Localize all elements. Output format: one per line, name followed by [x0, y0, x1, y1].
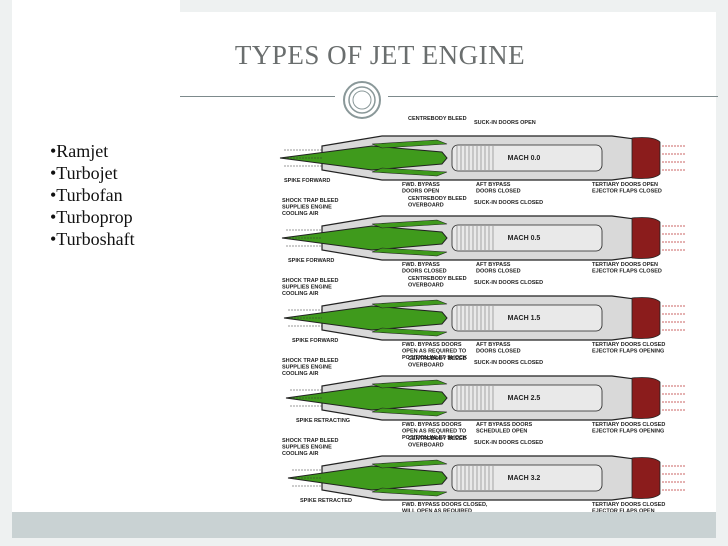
ejector-nozzle — [631, 137, 661, 179]
spike-label: SPIKE FORWARD — [292, 338, 338, 344]
slide-frame-top — [0, 0, 728, 12]
engine-core — [451, 464, 603, 492]
mach-label: MACH 2.5 — [508, 395, 541, 402]
inlet-spike — [285, 385, 448, 411]
bypass-duct-lower — [371, 327, 448, 337]
mach-label: MACH 0.0 — [508, 155, 541, 162]
mach-label: MACH 1.5 — [508, 315, 541, 322]
bypass-duct-upper — [371, 459, 448, 469]
slide-footer-bar — [12, 512, 716, 538]
spike-label: SPIKE RETRACTING — [296, 418, 350, 424]
suckin-doors-label: SUCK-IN DOORS CLOSED — [474, 200, 543, 206]
suckin-doors-label: SUCK-IN DOORS OPEN — [474, 120, 536, 126]
ejector-nozzle — [631, 297, 661, 339]
inlet-spike — [287, 465, 448, 491]
suckin-doors-label: SUCK-IN DOORS CLOSED — [474, 360, 543, 366]
bypass-duct-lower — [371, 407, 448, 417]
slide-frame-right — [716, 0, 728, 546]
inlet-spike — [281, 225, 448, 251]
spike-label: SPIKE RETRACTED — [300, 498, 352, 504]
ejector-nozzle — [631, 457, 661, 499]
suckin-doors-label: SUCK-IN DOORS CLOSED — [474, 280, 543, 286]
list-item: •Turboprop — [50, 207, 133, 227]
title-rule-left — [180, 96, 335, 97]
inlet-spike — [283, 305, 448, 331]
engine-core — [451, 304, 603, 332]
list-item: •Turbofan — [50, 185, 123, 205]
list-item: •Turbojet — [50, 163, 118, 183]
list-item: •Turboshaft — [50, 229, 135, 249]
circle-ornament-icon — [343, 81, 381, 119]
bypass-duct-upper — [371, 299, 448, 309]
bypass-duct-lower — [371, 247, 448, 257]
bypass-duct-lower — [371, 487, 448, 497]
inlet-spike — [279, 145, 448, 171]
engine-type-list: •Ramjet •Turbojet •Turbofan •Turboprop •… — [50, 140, 135, 250]
bypass-duct-upper — [371, 379, 448, 389]
centrebody-label: CENTREBODY BLEED — [408, 116, 467, 122]
mach-label: MACH 3.2 — [508, 475, 541, 482]
slide-frame-bottom — [0, 538, 728, 546]
bypass-duct-upper — [371, 219, 448, 229]
suckin-doors-label: SUCK-IN DOORS CLOSED — [474, 440, 543, 446]
spike-label: SPIKE FORWARD — [288, 258, 334, 264]
bypass-duct-lower — [371, 167, 448, 177]
ejector-nozzle — [631, 217, 661, 259]
engine-core — [451, 384, 603, 412]
mach-label: MACH 0.5 — [508, 235, 541, 242]
list-item: •Ramjet — [50, 141, 109, 161]
slide-frame-left — [0, 0, 12, 546]
ejector-nozzle — [631, 377, 661, 419]
engine-core — [451, 224, 603, 252]
slide-title: TYPES OF JET ENGINE — [234, 40, 526, 70]
slide-left-band — [12, 0, 180, 546]
title-rule-right — [388, 96, 718, 97]
spike-label: SPIKE FORWARD — [284, 178, 330, 184]
bypass-duct-upper — [371, 139, 448, 149]
engine-core — [451, 144, 603, 172]
